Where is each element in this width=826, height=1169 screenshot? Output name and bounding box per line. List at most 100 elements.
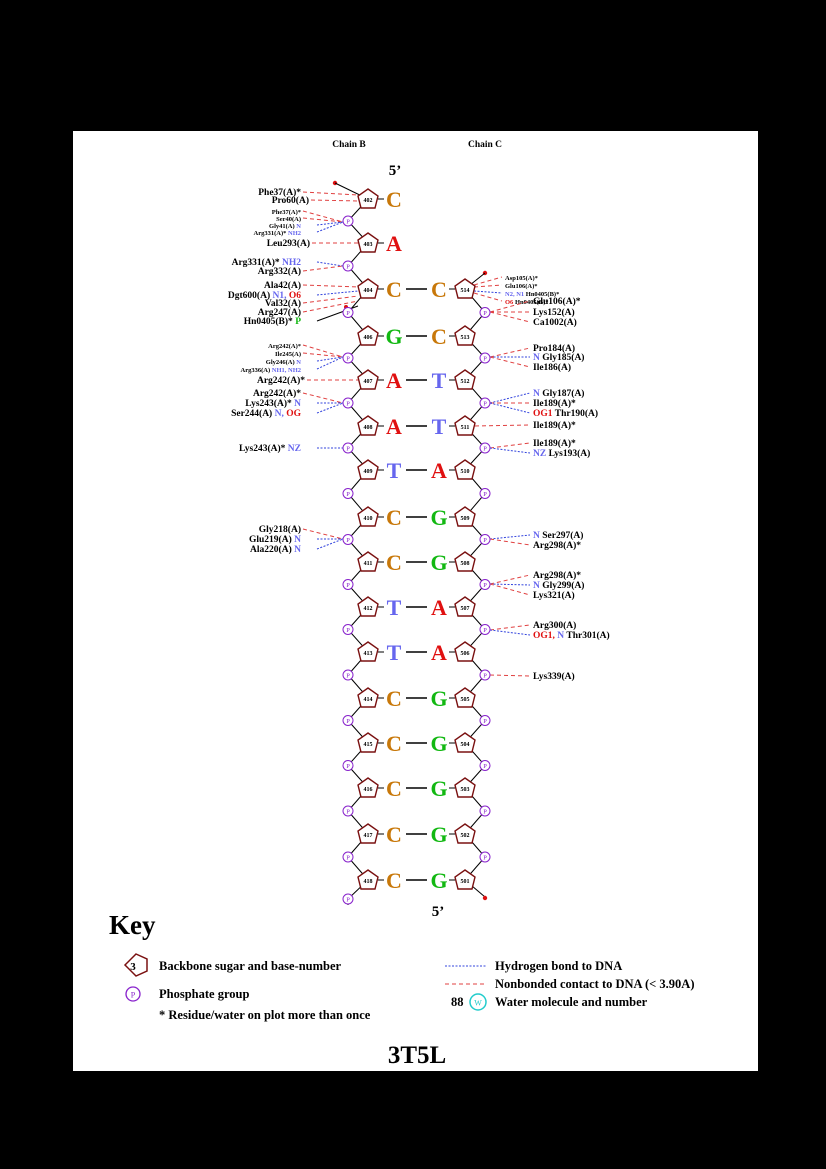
left-residue: Arg331(A)* xyxy=(254,230,287,237)
left-phosphate-symbol: P xyxy=(346,264,350,271)
sugar-503: 503 xyxy=(454,777,476,798)
left-contact-label: Arg242(A)* xyxy=(268,343,301,350)
sugar-416: 416 xyxy=(357,777,379,798)
key-water-label: Water molecule and number xyxy=(495,995,648,1009)
left-atom: P xyxy=(293,317,301,327)
chain-c-label: Chain C xyxy=(468,140,502,150)
right-phosphate-symbol: P xyxy=(483,310,487,317)
left-residue: Ile245(A) xyxy=(275,351,301,358)
right-contact-label: Pro184(A) xyxy=(533,343,575,354)
chain-b-label: Chain B xyxy=(332,140,366,150)
sugar-508-number: 508 xyxy=(461,561,470,567)
left-contact-label: Gly218(A) xyxy=(259,524,301,535)
sugar-412-shape xyxy=(357,596,379,617)
base-509: G xyxy=(430,505,447,530)
sugar-504: 504 xyxy=(454,732,476,753)
right-phosphate-symbol: P xyxy=(483,763,487,770)
base-411: C xyxy=(386,550,402,575)
sugar-403-shape xyxy=(357,232,379,253)
right-residue: Lys152(A) xyxy=(533,307,575,318)
right-phosphate-circle xyxy=(479,805,491,817)
right-residue: Lys193(A) xyxy=(549,448,591,459)
right-phosphate: P xyxy=(479,534,491,545)
left-phosphate: P xyxy=(342,715,354,726)
sugar-411-number: 411 xyxy=(364,561,373,567)
key-sugar-number: 3 xyxy=(130,961,136,973)
left-contact-label: Val32(A) xyxy=(265,298,301,309)
sugar-502-number: 502 xyxy=(461,833,470,839)
left-atom: N xyxy=(295,359,302,366)
left-phosphate-circle xyxy=(342,352,354,364)
sugar-509-shape xyxy=(454,506,476,527)
left-contact-line xyxy=(302,210,344,223)
base-507: A xyxy=(431,595,447,620)
left-contact-line xyxy=(302,528,344,540)
right-contact-label: Ile189(A)* xyxy=(533,398,576,409)
right-phosphate-circle xyxy=(479,715,491,726)
left-contact-line xyxy=(316,402,344,414)
left-contact-label: Ser244(A) N, OG xyxy=(231,408,302,419)
left-contact-label: Arg332(A) xyxy=(258,266,301,277)
base-513: C xyxy=(431,324,447,349)
sugar-417-number: 417 xyxy=(364,833,373,839)
right-contact-label: OG1, N Thr301(A) xyxy=(533,630,610,641)
left-residue: Gly246(A) xyxy=(266,359,295,366)
sugar-501-shape xyxy=(454,869,476,890)
right-phosphate-circle xyxy=(479,669,491,681)
right-phosphate-symbol: P xyxy=(483,491,487,498)
sugar-507-number: 507 xyxy=(461,606,470,612)
left-contact-line xyxy=(302,392,344,404)
sugar-408-shape xyxy=(357,415,379,436)
left-residue: Ala42(A) xyxy=(264,280,301,291)
right-residue: Lys321(A) xyxy=(533,590,575,601)
sugar-414: 414 xyxy=(357,687,379,708)
left-contact-label: Arg242(A)* xyxy=(253,388,301,399)
left-phosphate: P xyxy=(342,260,354,272)
sugar-418-shape xyxy=(357,869,379,890)
left-phosphate: P xyxy=(342,579,354,590)
sugar-509: 509 xyxy=(454,506,476,527)
left-atom: N, xyxy=(272,409,284,419)
left-phosphate-end-circle xyxy=(342,893,354,905)
right-contact-line xyxy=(473,290,503,294)
base-408: A xyxy=(386,414,402,439)
base-417: C xyxy=(386,822,402,847)
right-atom: N2, N1 xyxy=(505,291,526,298)
sugar-404-number: 404 xyxy=(364,288,373,294)
left-contact-label: Glu219(A) N xyxy=(249,534,301,545)
sugar-511-number: 511 xyxy=(461,425,470,431)
diagram-page: Chain B Chain C 5’ 5’ Phe37(A)*Pro60(A)P… xyxy=(73,131,758,1071)
sugar-404: 404 xyxy=(357,278,379,299)
base-511: T xyxy=(432,414,447,439)
left-atom: NH1, NH2 xyxy=(270,367,301,374)
sugar-503-shape xyxy=(454,777,476,798)
right-residue: Ile189(A)* xyxy=(533,420,576,431)
right-contact-line xyxy=(473,276,503,286)
right-phosphate-circle xyxy=(479,442,491,454)
left-contact-line xyxy=(316,261,344,267)
sugar-413-number: 413 xyxy=(364,651,373,657)
left-phosphate-circle xyxy=(342,805,354,817)
right-atom: N xyxy=(533,353,542,363)
right-phosphate: P xyxy=(479,307,491,318)
sugar-412: 412 xyxy=(357,596,379,617)
left-phosphate: P xyxy=(342,215,354,227)
left-contact-line xyxy=(316,538,344,550)
right-atom: OG1, xyxy=(533,631,557,641)
sugar-506-shape xyxy=(454,641,476,662)
sugar-510: 510 xyxy=(454,459,476,480)
left-phosphate-symbol: P xyxy=(346,627,350,634)
sugar-409-shape xyxy=(357,459,379,480)
sugar-513-number: 513 xyxy=(461,335,470,341)
key-sugar-icon: 3 xyxy=(123,953,148,977)
right-contact-label: Ile189(A)* xyxy=(533,438,576,449)
left-phosphate-circle xyxy=(342,260,354,272)
left-contact-label: Phe37(A)* xyxy=(258,187,301,198)
right-residue: Ile186(A) xyxy=(533,362,571,373)
base-503: G xyxy=(430,776,447,801)
right-residue: Thr301(A) xyxy=(566,630,609,641)
sugar-506: 506 xyxy=(454,641,476,662)
left-phosphate-circle xyxy=(342,715,354,726)
left-contact-line xyxy=(302,344,344,358)
right-phosphate-circle xyxy=(479,352,491,364)
